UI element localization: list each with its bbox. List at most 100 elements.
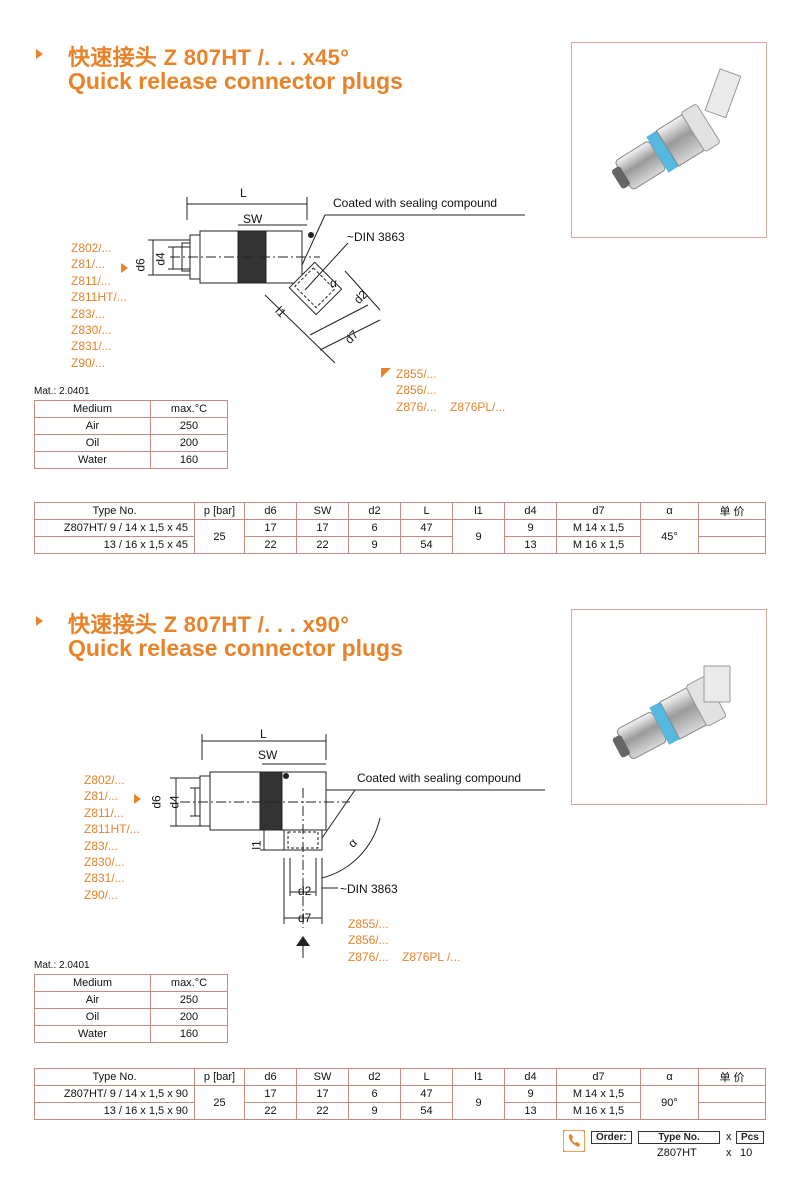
type-cell: Z807HT/ 9 / 14 x 1,5 x 90 (34, 1085, 195, 1103)
right-model-list: Z855/... Z856/... Z876/... Z876PL /... (348, 916, 460, 965)
temp-cell: 160 (150, 451, 228, 469)
model-item: Z876/... Z876PL/... (396, 399, 506, 414)
right-model-list: Z855/... Z856/... Z876/... Z876PL/... (396, 366, 505, 415)
section-title-en: Quick release connector plugs (68, 68, 403, 94)
sw-cell: 17 (296, 1085, 349, 1103)
model-item: Z83/... (84, 838, 119, 853)
dim-label-alpha: α (330, 276, 337, 290)
sw-cell: 17 (296, 519, 349, 537)
type-cell: 13 / 16 x 1,5 x 45 (34, 536, 195, 554)
pcs-label: Pcs (736, 1131, 764, 1144)
d2-cell: 9 (348, 536, 401, 554)
technical-drawing-90 (170, 734, 545, 958)
d6-cell: 22 (244, 1102, 297, 1120)
medium-cell: Oil (34, 1008, 151, 1026)
model-item: Z811HT/... (84, 822, 140, 837)
col-header: d2 (348, 1068, 401, 1086)
col-header: Type No. (34, 1068, 195, 1086)
times-sign: x (726, 1147, 732, 1159)
temp-cell: 160 (150, 1025, 228, 1043)
col-header: d7 (556, 502, 641, 520)
dim-label-d6: d6 (133, 258, 148, 272)
maxc-header: max.°C (150, 400, 228, 418)
dim-label-l1: l1 (249, 840, 264, 850)
L-cell: 54 (400, 1102, 453, 1120)
price-cell (698, 1102, 766, 1120)
model-item: Z81/... (84, 789, 119, 804)
model-item: Z831/... (71, 339, 112, 354)
technical-drawing-45 (148, 197, 525, 364)
model-item: Z802/... (71, 241, 112, 255)
product-photo-90 (571, 609, 767, 805)
d6-cell: 17 (244, 1085, 297, 1103)
coating-note: Coated with sealing compound (357, 771, 522, 785)
medium-header: Medium (34, 400, 151, 418)
col-header: p [bar] (194, 502, 245, 520)
col-header: d2 (348, 502, 401, 520)
temp-cell: 250 (150, 417, 228, 435)
material-note: Mat.: 2.0401 (34, 960, 90, 971)
price-cell (698, 1085, 766, 1103)
medium-cell: Air (34, 417, 151, 435)
model-item: Z831/... (84, 871, 125, 886)
col-header: α (640, 502, 699, 520)
col-header: d4 (504, 502, 557, 520)
model-item: Z811/... (71, 273, 111, 288)
col-header: α (640, 1068, 699, 1086)
medium-cell: Oil (34, 434, 151, 452)
model-item: Z811HT/... (71, 290, 127, 305)
section-title-cn: 快速接头 Z 807HT /. . . x90° (68, 612, 350, 637)
model-item: Z83/... (71, 306, 106, 321)
p-cell: 25 (194, 1085, 245, 1120)
model-item: Z81/... (71, 257, 106, 272)
col-header: L (400, 1068, 453, 1086)
dim-label-L: L (240, 186, 247, 200)
alpha-cell: 45° (640, 519, 699, 554)
model-item: Z802/... (84, 773, 125, 787)
corner-arrow-icon (381, 368, 391, 378)
spec-table: Type No. p [bar] d6 SW d2 L l1 d4 d7 α 单… (34, 502, 766, 554)
medium-cell: Air (34, 991, 151, 1009)
dim-label-L: L (260, 727, 267, 741)
col-header: SW (296, 1068, 349, 1086)
temp-cell: 250 (150, 991, 228, 1009)
dim-label-d6: d6 (149, 795, 164, 809)
col-header: 单 价 (698, 1068, 766, 1086)
d4-cell: 9 (504, 1085, 557, 1103)
dim-label-SW: SW (243, 212, 263, 226)
d7-cell: M 16 x 1,5 (556, 1102, 641, 1120)
L-cell: 47 (400, 1085, 453, 1103)
type-cell: 13 / 16 x 1,5 x 90 (34, 1102, 195, 1120)
dim-label-d7: d7 (298, 911, 312, 925)
model-item: Z811/... (84, 805, 124, 820)
col-header: L (400, 502, 453, 520)
order-type-value: Z807HT (657, 1147, 697, 1159)
col-header: d4 (504, 1068, 557, 1086)
section-bullet-icon (36, 616, 43, 626)
spec-table: Type No. p [bar] d6 SW d2 L l1 d4 d7 α 单… (34, 1068, 766, 1120)
d2-cell: 9 (348, 1102, 401, 1120)
col-header: Type No. (34, 502, 195, 520)
connection-arrow-icon (134, 794, 141, 804)
col-header: p [bar] (194, 1068, 245, 1086)
model-item: Z90/... (71, 355, 106, 370)
connection-arrow-icon (121, 263, 128, 273)
col-header: l1 (452, 1068, 505, 1086)
times-sign: x (726, 1131, 732, 1143)
sw-cell: 22 (296, 536, 349, 554)
col-header: d7 (556, 1068, 641, 1086)
d4-cell: 13 (504, 1102, 557, 1120)
din-label: ~DIN 3863 (340, 882, 398, 896)
col-header: SW (296, 502, 349, 520)
l1-cell: 9 (452, 519, 505, 554)
product-photo-45 (571, 42, 767, 238)
temp-cell: 200 (150, 434, 228, 452)
model-item: Z856/... (396, 383, 437, 398)
left-model-list: Z802/... Z81/... Z811/... Z811HT/... Z83… (84, 772, 140, 903)
medium-cell: Water (34, 1025, 151, 1043)
sw-cell: 22 (296, 1102, 349, 1120)
model-item: Z876/... Z876PL /... (348, 949, 461, 964)
type-cell: Z807HT/ 9 / 14 x 1,5 x 45 (34, 519, 195, 537)
